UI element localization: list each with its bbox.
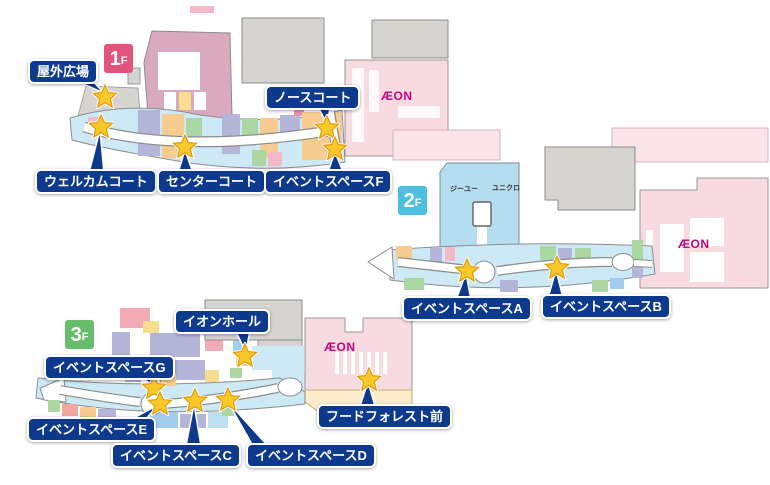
aeon-logo-1f: ÆON: [381, 89, 413, 103]
callout-welcome-court[interactable]: ウェルカムコート: [35, 169, 157, 194]
aeon-logo-3f: ÆON: [324, 340, 356, 354]
parking-garage-1f-b: [371, 19, 449, 59]
store-label-uniqlo: ユニクロ: [492, 185, 520, 192]
store-label-gu: ジーユー: [450, 186, 478, 193]
star-marker-outdoor-plaza: [92, 83, 118, 109]
star-marker-event-space-b: [544, 254, 570, 280]
parking-garage-2f: [544, 146, 636, 211]
star-marker-center-court: [172, 133, 198, 159]
callout-event-space-e[interactable]: イベントスペースE: [27, 417, 157, 442]
star-marker-event-space-d: [215, 386, 241, 412]
callout-event-space-a[interactable]: イベントスペースA: [402, 296, 532, 321]
aeon-logo-2f: ÆON: [678, 237, 710, 251]
callout-event-space-f[interactable]: イベントスペースF: [264, 169, 393, 194]
callout-event-space-g[interactable]: イベントスペースG: [44, 355, 175, 380]
callout-outdoor-plaza[interactable]: 屋外広場: [28, 59, 99, 84]
callout-center-court[interactable]: センターコート: [157, 169, 267, 194]
star-marker-event-space-e: [147, 390, 173, 416]
star-marker-event-space-a: [454, 257, 480, 283]
star-marker-welcome-court: [88, 113, 114, 139]
floor-1f-buildings: [69, 6, 449, 169]
star-marker-event-space-f: [322, 135, 348, 161]
callout-event-space-d[interactable]: イベントスペースD: [246, 443, 376, 468]
floor-2f-buildings: [367, 127, 769, 292]
callout-event-space-b[interactable]: イベントスペースB: [541, 294, 671, 319]
star-marker-aeon-hall: [232, 342, 258, 368]
parking-garage-1f-a: [241, 17, 325, 84]
star-marker-food-forest: [356, 366, 382, 392]
callout-event-space-c[interactable]: イベントスペースC: [111, 443, 241, 468]
callout-food-forest-mae[interactable]: フードフォレスト前: [317, 404, 453, 429]
star-marker-event-space-c: [182, 387, 208, 413]
callout-north-court[interactable]: ノースコート: [265, 85, 361, 110]
callout-aeon-hall[interactable]: イオンホール: [174, 309, 271, 334]
walkway-3f: [35, 377, 306, 413]
